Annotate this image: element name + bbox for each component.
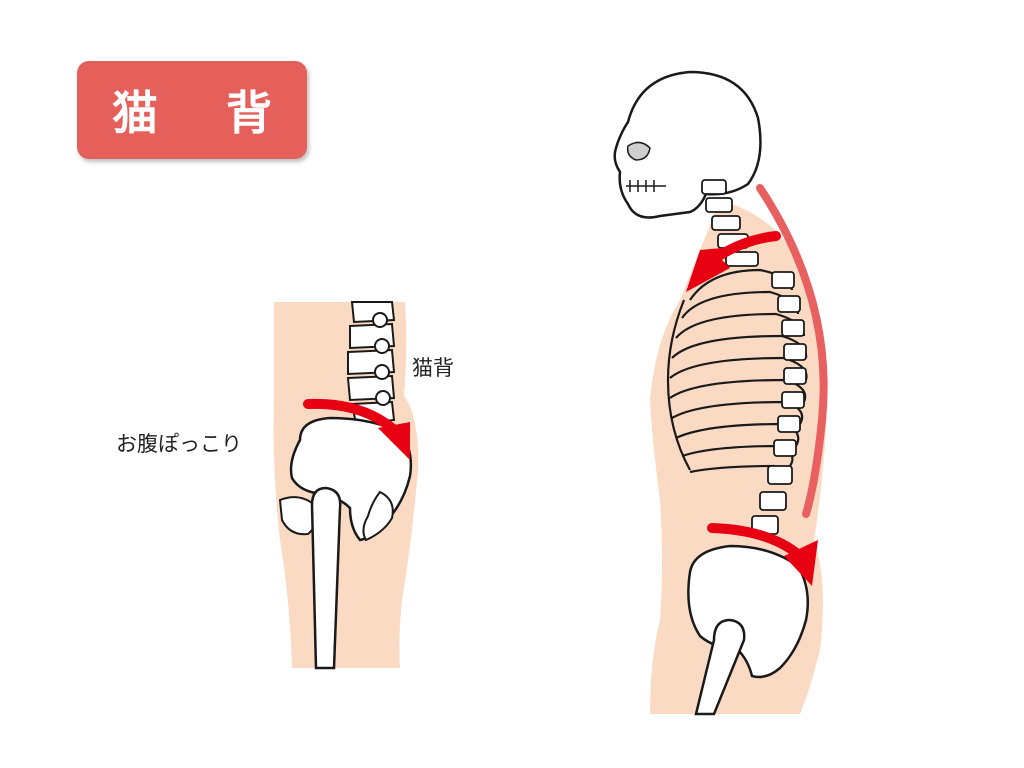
femur-bone xyxy=(310,486,342,670)
eye-socket xyxy=(626,141,651,161)
cervical-spine xyxy=(701,179,759,267)
pelvic-tilt-arrow xyxy=(303,398,410,460)
title-badge: 猫 背 xyxy=(77,61,307,159)
full-skeleton-figure xyxy=(613,70,828,716)
jaw-teeth xyxy=(626,180,666,192)
femur-bone-full xyxy=(694,618,746,716)
sacrum-coccyx xyxy=(362,490,394,542)
page-title: 猫 背 xyxy=(111,86,298,140)
pelvic-tilt-arrow-full xyxy=(707,523,818,586)
spine-curvature-line xyxy=(756,184,828,518)
label-hunched-back: 猫背 xyxy=(412,356,454,380)
head-forward-arrow xyxy=(686,231,781,292)
lumbar-spine xyxy=(346,301,396,426)
label-protruding-belly: お腹ぽっこり xyxy=(116,432,242,456)
lower-back-figure xyxy=(273,301,419,670)
